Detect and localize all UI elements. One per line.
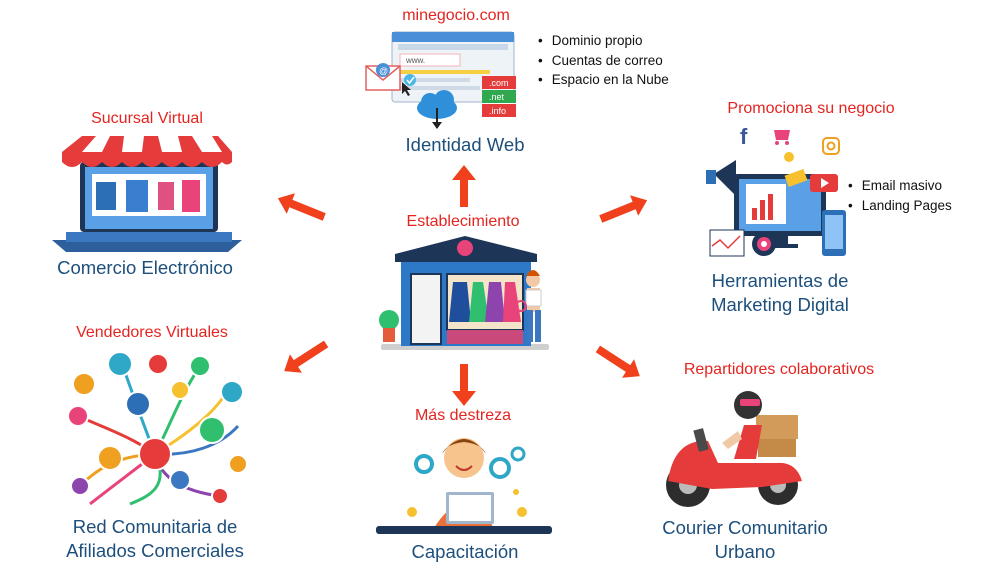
capacitacion-illustration xyxy=(376,438,552,534)
vendedores-top-label: Vendedores Virtuales xyxy=(76,324,228,341)
bullet-correo: Cuentas de correo xyxy=(538,51,669,71)
center-title: Establecimiento xyxy=(406,213,520,230)
establecimiento-store-illustration xyxy=(379,236,549,350)
bullet-landing: Landing Pages xyxy=(848,196,952,216)
arrow-up xyxy=(452,165,476,207)
arrow-down-right xyxy=(595,345,640,378)
identidad-bottom-label: Identidad Web xyxy=(405,134,525,155)
arrow-up-right xyxy=(599,195,648,223)
identidad-bullets: Dominio propio Cuentas de correo Espacio… xyxy=(538,31,669,90)
marketing-bottom-line1: Herramientas de xyxy=(711,270,849,291)
repartidores-bottom-line2: Urbano xyxy=(714,541,776,562)
tag-com: .com xyxy=(489,78,509,88)
tag-net: .net xyxy=(489,92,505,102)
instagram-icon xyxy=(822,137,840,155)
marketing-digital-illustration: f xyxy=(706,124,846,257)
tag-info: .info xyxy=(489,106,506,116)
arrow-up-left xyxy=(277,193,326,221)
vendedores-network-illustration xyxy=(67,351,248,506)
identidad-top-label: minegocio.com xyxy=(402,7,510,24)
identidad-web-illustration: www. @ .com .net .info xyxy=(365,31,516,129)
marketing-top-label: Promociona su negocio xyxy=(727,100,895,117)
bullet-dominio: Dominio propio xyxy=(538,31,669,51)
sucursal-laptop-illustration xyxy=(52,136,242,252)
repartidores-top-label: Repartidores colaborativos xyxy=(683,361,875,378)
sucursal-bottom-label: Comercio Electrónico xyxy=(57,257,233,278)
vendedores-bottom-line1: Red Comunitaria de xyxy=(72,516,238,537)
vendedores-bottom-line2: Afiliados Comerciales xyxy=(66,540,244,561)
marketing-bottom-line2: Marketing Digital xyxy=(711,294,849,315)
sucursal-top-label: Sucursal Virtual xyxy=(91,110,203,127)
www-text: www. xyxy=(405,56,425,65)
svg-text:@: @ xyxy=(379,66,388,76)
bullet-email: Email masivo xyxy=(848,176,952,196)
bullet-nube: Espacio en la Nube xyxy=(538,70,669,90)
marketing-bullets: Email masivo Landing Pages xyxy=(848,176,952,215)
arrow-down-left xyxy=(284,340,329,373)
destreza-top-label: Más destreza xyxy=(414,407,512,424)
destreza-bottom-label: Capacitación xyxy=(411,541,519,562)
repartidores-bottom-line1: Courier Comunitario xyxy=(662,517,828,538)
arrow-down xyxy=(452,364,476,406)
courier-motorbike-illustration xyxy=(666,391,802,507)
facebook-icon: f xyxy=(740,124,748,149)
